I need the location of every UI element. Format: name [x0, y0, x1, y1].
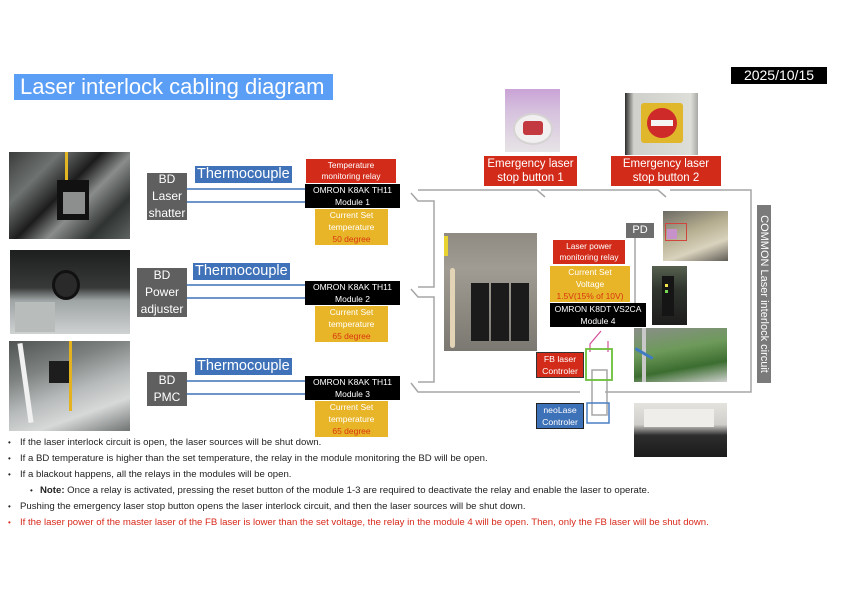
relay-label-line: monitoring relay: [321, 171, 381, 181]
page-title: Laser interlock cabling diagram: [14, 74, 333, 100]
relay-modules-rack-photo: [444, 233, 537, 351]
relay-label-line: Laser power: [566, 241, 612, 251]
module-number: Module 2: [335, 294, 370, 304]
emergency-stop-button-1-label: Emergency laser stop button 1: [484, 156, 577, 186]
setting-label: Current Set: [329, 402, 374, 412]
interlock-wire: [410, 192, 435, 288]
setting-label: temperature: [328, 222, 375, 232]
emergency-stop-button-1-photo: [505, 89, 560, 152]
fb-laser-controller-label: FB laser Controler: [536, 352, 584, 378]
thermocouple-label: Thermocouple: [193, 263, 290, 280]
note-item: Pushing the emergency laser stop button …: [6, 499, 842, 515]
bd-label-line: Laser: [151, 189, 183, 203]
module-4-box: OMRON K8DT VS2CA Module 4: [550, 303, 646, 327]
module-number: Module 1: [335, 197, 370, 207]
setting-value: 65 degree: [332, 426, 371, 436]
setting-label: temperature: [328, 319, 375, 329]
module-number: Module 4: [580, 316, 616, 326]
setting-label: Current Set: [329, 307, 374, 317]
bd-laser-shatter-photo: [9, 152, 130, 239]
note-text: If a BD temperature is higher than the s…: [20, 453, 488, 464]
module-model: OMRON K8AK TH11: [312, 185, 393, 195]
module-4-photo: [652, 266, 687, 325]
relay-wire-loop: [591, 369, 608, 416]
module-2-box: OMRON K8AK TH11 Module 2: [305, 281, 400, 305]
date-label: 2025/10/15: [731, 67, 827, 84]
module-model: OMRON K8AK TH11: [312, 282, 393, 292]
interlock-wire: [410, 382, 580, 393]
button-label-line: stop button 1: [497, 172, 564, 184]
note-item: If a blackout happens, all the relays in…: [6, 467, 842, 483]
bd-label-line: shatter: [148, 206, 186, 220]
bd-label-line: Power: [144, 285, 179, 299]
setting-label: Current Set: [568, 267, 612, 277]
controller-label-line: FB laser: [543, 354, 577, 364]
note-item: If the laser interlock circuit is open, …: [6, 435, 842, 451]
module-1-setting-box: Current Set temperature 50 degree: [315, 209, 388, 245]
note-text: If the laser power of the master laser o…: [20, 517, 709, 528]
bd-label-line: BD: [158, 373, 176, 387]
emergency-stop-button-2-label: Emergency laser stop button 2: [611, 156, 721, 186]
button-label-line: Emergency laser: [487, 158, 574, 170]
common-interlock-circuit-label: COMMON Laser interlock circuit: [757, 205, 771, 383]
interlock-wire: [541, 189, 667, 198]
module-model: OMRON K8DT VS2CA: [554, 304, 642, 314]
fb-controller-wire-loop: [585, 348, 613, 381]
note-bold-prefix: Note:: [40, 485, 65, 496]
bd-label-line: adjuster: [140, 302, 184, 316]
interlock-wire: [605, 189, 752, 393]
module-2-setting-box: Current Set temperature 65 degree: [315, 306, 388, 342]
neolase-controller-label: neoLase Controler: [536, 403, 584, 429]
bd-pmc-photo: [9, 341, 130, 431]
setting-label: Current Set: [329, 210, 374, 220]
module-3-box: OMRON K8AK TH11 Module 3: [305, 376, 400, 400]
interlock-wire: [410, 288, 435, 383]
controller-label-line: neoLase: [543, 405, 577, 415]
thermocouple-label: Thermocouple: [195, 358, 292, 375]
bd-pmc-box: BD PMC: [147, 372, 187, 406]
module-number: Module 3: [335, 389, 370, 399]
note-text: Pushing the emergency laser stop button …: [20, 501, 526, 512]
note-text: Once a relay is activated, pressing the …: [64, 485, 650, 496]
neolase-controller-wire-loop: [586, 402, 610, 424]
controller-label-line: Controler: [542, 417, 578, 427]
note-item: Note: Once a relay is activated, pressin…: [6, 483, 842, 499]
note-text: If a blackout happens, all the relays in…: [20, 469, 292, 480]
setting-label: temperature: [328, 414, 375, 424]
button-label-line: Emergency laser: [622, 158, 710, 170]
relay-label-line: monitoring relay: [559, 252, 619, 262]
bd-label-line: PMC: [153, 390, 181, 404]
temperature-monitoring-relay-label: Temperature monitoring relay: [306, 159, 396, 183]
module-3-setting-box: Current Set temperature 65 degree: [315, 401, 388, 437]
common-interlock-circuit-text: COMMON Laser interlock circuit: [758, 215, 770, 373]
module-4-setting-box: Current Set Voltage 1.5V(15% of 10V): [550, 266, 630, 302]
fb-laser-controller-photo: [634, 328, 727, 382]
bd-label-line: BD: [158, 172, 176, 186]
bd-power-adjuster-box: BD Power adjuster: [137, 268, 187, 317]
thermocouple-label: Thermocouple: [195, 166, 292, 183]
controller-label-line: Controler: [542, 366, 578, 376]
laser-power-monitoring-relay-label: Laser power monitoring relay: [553, 240, 625, 264]
photodiode-photo: [663, 211, 728, 261]
button-label-line: stop button 2: [632, 172, 700, 184]
bd-label-line: BD: [153, 268, 171, 282]
interlock-wire: [418, 189, 546, 198]
note-item: If a BD temperature is higher than the s…: [6, 451, 842, 467]
bd-laser-shatter-box: BD Laser shatter: [147, 172, 187, 220]
setting-value: 65 degree: [332, 331, 371, 341]
note-text: If the laser interlock circuit is open, …: [20, 437, 322, 448]
setting-value: 1.5V(15% of 10V): [556, 291, 624, 301]
module-model: OMRON K8AK TH11: [312, 377, 393, 387]
bd-power-adjuster-photo: [10, 250, 130, 334]
notes-list: If the laser interlock circuit is open, …: [6, 435, 842, 531]
pd-label: PD: [626, 223, 654, 238]
relay-label-line: Temperature: [327, 160, 375, 170]
note-item: If the laser power of the master laser o…: [6, 515, 842, 531]
setting-label: Voltage: [575, 279, 605, 289]
setting-value: 50 degree: [332, 234, 371, 244]
module-1-box: OMRON K8AK TH11 Module 1: [305, 184, 400, 208]
emergency-stop-button-2-photo: [625, 93, 698, 155]
